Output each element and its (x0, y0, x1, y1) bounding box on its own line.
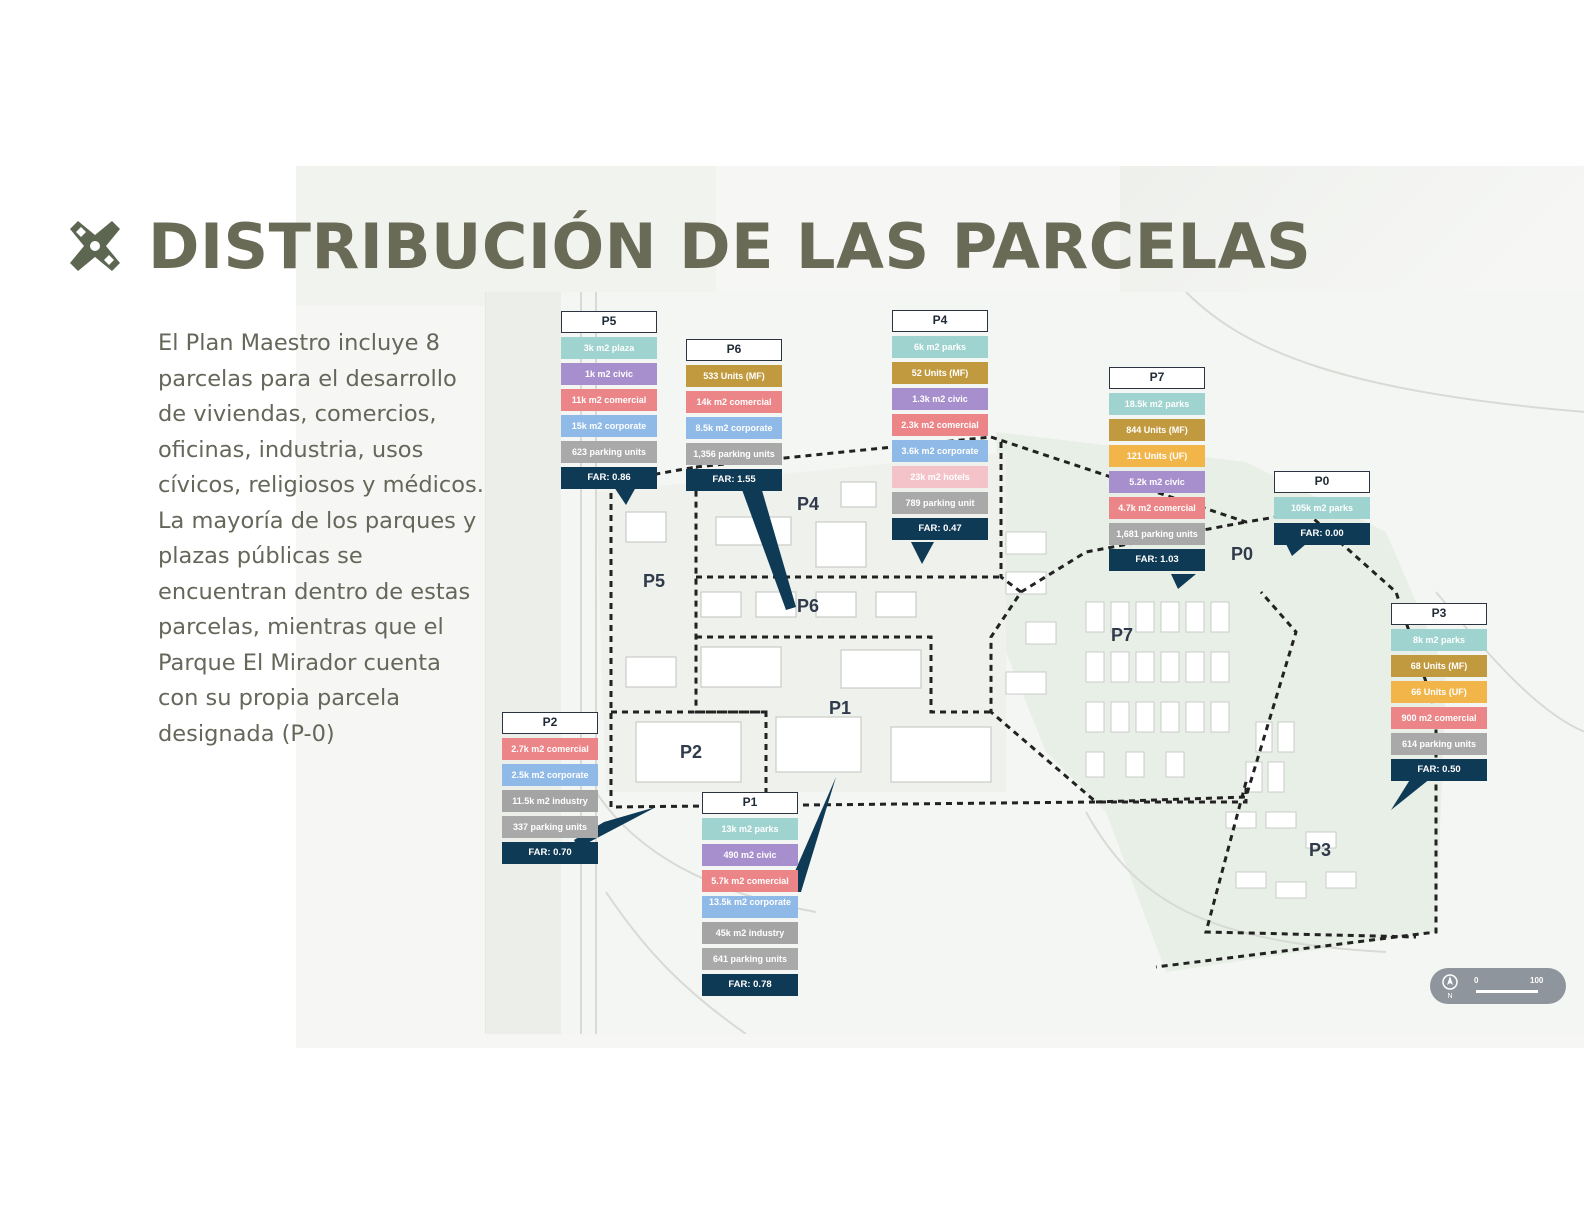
parcel-card-title: P6 (686, 339, 782, 361)
map-label-p4: P4 (797, 494, 820, 514)
parcel-card-p4: P4 6k m2 parks 52 Units (MF) 1.3k m2 civ… (892, 310, 988, 540)
parcel-stat: 1.3k m2 civic (892, 388, 988, 410)
parcel-far: FAR: 0.50 (1391, 759, 1487, 781)
parcel-far: FAR: 1.03 (1109, 549, 1205, 571)
parcel-card-p5: P5 3k m2 plaza 1k m2 civic 11k m2 comerc… (561, 311, 657, 489)
parcel-card-p3: P3 8k m2 parks 68 Units (MF) 66 Units (U… (1391, 603, 1487, 781)
title-row: DISTRIBUCIÓN DE LAS PARCELAS (64, 206, 1311, 286)
parcel-stat: 8k m2 parks (1391, 629, 1487, 651)
parcel-far: FAR: 0.86 (561, 467, 657, 489)
parcel-card-title: P2 (502, 712, 598, 734)
site-map (485, 292, 1584, 1034)
description-text: El Plan Maestro incluye 8 parcelas para … (158, 330, 484, 747)
parcel-stat: 45k m2 industry (702, 922, 798, 944)
map-label-p3: P3 (1309, 840, 1332, 860)
parcel-far: FAR: 1.55 (686, 469, 782, 491)
parcel-card-p1: P1 13k m2 parks 490 m2 civic 5.7k m2 com… (702, 792, 798, 996)
map-scale: N 0 100 (1430, 968, 1566, 1004)
parcel-stat: 14k m2 comercial (686, 391, 782, 413)
parcel-card-title: P0 (1274, 471, 1370, 493)
parcel-stat: 614 parking units (1391, 733, 1487, 755)
parcel-far: FAR: 0.70 (502, 842, 598, 864)
parcel-stat: 5.2k m2 civic (1109, 471, 1205, 493)
parcel-card-title: P3 (1391, 603, 1487, 625)
parcel-card-title: P1 (702, 792, 798, 814)
map-label-p6: P6 (797, 596, 820, 616)
page-title: DISTRIBUCIÓN DE LAS PARCELAS (148, 209, 1312, 283)
scale-end-label: 100 (1530, 976, 1544, 985)
parcel-card-p6: P6 533 Units (MF) 14k m2 comercial 8.5k … (686, 339, 782, 491)
parcel-stat: 13k m2 parks (702, 818, 798, 840)
parcel-card-p7: P7 18.5k m2 parks 844 Units (MF) 121 Uni… (1109, 367, 1205, 571)
parcel-stat: 641 parking units (702, 948, 798, 970)
x-cross-logo-icon (70, 221, 120, 271)
parcel-stat: 68 Units (MF) (1391, 655, 1487, 677)
parcel-stat: 2.3k m2 comercial (892, 414, 988, 436)
parcel-stat: 66 Units (UF) (1391, 681, 1487, 703)
parcel-stat: 121 Units (UF) (1109, 445, 1205, 467)
parcel-stat: 533 Units (MF) (686, 365, 782, 387)
parcel-stat: 2.7k m2 comercial (502, 738, 598, 760)
parcel-stat: 1k m2 civic (561, 363, 657, 385)
parcel-stat: 1,356 parking units (686, 443, 782, 465)
parcel-stat: 6k m2 parks (892, 336, 988, 358)
parcel-stat: 2.5k m2 corporate (502, 764, 598, 786)
parcel-stat: 1,681 parking units (1109, 523, 1205, 545)
parcel-card-p2: P2 2.7k m2 comercial 2.5k m2 corporate 1… (502, 712, 598, 864)
parcel-stat: 8.5k m2 corporate (686, 417, 782, 439)
map-label-p5: P5 (643, 571, 666, 591)
parcel-stat: 5.7k m2 comercial (702, 870, 798, 892)
parcel-stat: 105k m2 parks (1274, 497, 1370, 519)
scale-bar (1476, 990, 1538, 993)
parcel-far: FAR: 0.00 (1274, 523, 1370, 545)
parcel-card-p0: P0 105k m2 parks FAR: 0.00 (1274, 471, 1370, 545)
parcel-card-title: P4 (892, 310, 988, 332)
parcel-stat: 844 Units (MF) (1109, 419, 1205, 441)
north-arrow-icon: N (1442, 974, 1458, 999)
parcel-card-title: P5 (561, 311, 657, 333)
parcel-stat: 18.5k m2 parks (1109, 393, 1205, 415)
map-label-p7: P7 (1111, 625, 1134, 645)
parcel-stat: 23k m2 hotels (892, 466, 988, 488)
map-label-p0: P0 (1231, 544, 1254, 564)
parcel-stat: 52 Units (MF) (892, 362, 988, 384)
parcel-stat: 11.5k m2 industry (502, 790, 598, 812)
parcel-stat: 11k m2 comercial (561, 389, 657, 411)
parcel-stat: 623 parking units (561, 441, 657, 463)
parcel-stat: 15k m2 corporate (561, 415, 657, 437)
parcel-stat: 789 parking unit (892, 492, 988, 514)
parcel-card-title: P7 (1109, 367, 1205, 389)
parcel-stat: 3.6k m2 corporate (892, 440, 988, 462)
parcel-stat: 3k m2 plaza (561, 337, 657, 359)
scale-start-label: 0 (1474, 976, 1479, 985)
north-label: N (1447, 993, 1452, 999)
parcel-far: FAR: 0.47 (892, 518, 988, 540)
parcel-stat: 900 m2 comercial (1391, 707, 1487, 729)
parcel-far: FAR: 0.78 (702, 974, 798, 996)
parcel-stat: 13.5k m2 corporate (702, 896, 798, 918)
background-shape (296, 166, 716, 306)
parcel-stat: 337 parking units (502, 816, 598, 838)
map-label-p2: P2 (680, 742, 703, 762)
parcel-stat: 4.7k m2 comercial (1109, 497, 1205, 519)
parcel-stat: 490 m2 civic (702, 844, 798, 866)
map-label-p1: P1 (829, 698, 852, 718)
